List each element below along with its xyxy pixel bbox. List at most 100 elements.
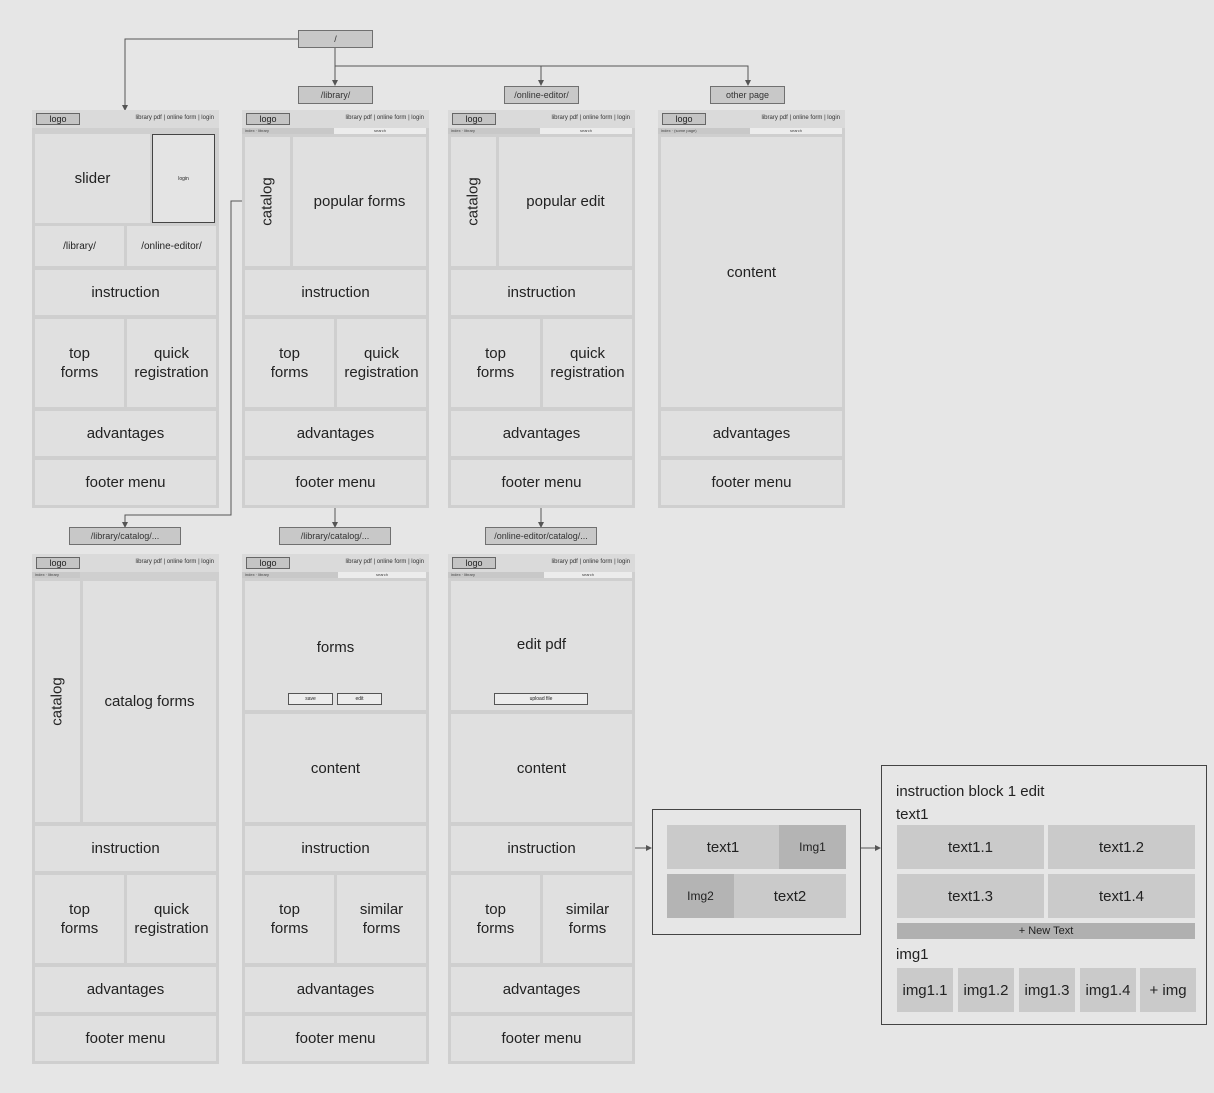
top-nav[interactable]: library pdf | online form | login [345,559,425,565]
top-forms-block: top forms [451,319,540,407]
edit-pdf-block: edit pdf [451,581,632,710]
breadcrumb: index · (some page) [658,128,750,134]
logo[interactable]: logo [36,113,80,125]
search-input[interactable]: search [544,572,632,578]
breadcrumb: index · library [242,572,338,578]
login-box[interactable]: login [152,134,215,223]
top-forms-block: top forms [245,319,334,407]
image-item[interactable]: img1.4 [1080,968,1136,1012]
advantages-block: advantages [451,967,632,1012]
content-block: content [451,714,632,822]
image-item[interactable]: img1.2 [958,968,1014,1012]
instruction-block[interactable]: instruction [451,826,632,871]
catalog-label: catalog [49,677,66,726]
content-block: content [661,137,842,407]
logo[interactable]: logo [662,113,706,125]
save-button[interactable]: save [288,693,333,705]
top-nav[interactable]: library pdf | online form | login [761,115,841,121]
top-forms-block: top forms [245,875,334,963]
route-other-page[interactable]: other page [710,86,785,104]
footer-menu: footer menu [35,460,216,505]
catalog-label: catalog [465,177,482,226]
search-input[interactable]: search [334,128,426,134]
footer-menu: footer menu [245,1016,426,1061]
instruction-edit-panel [881,765,1207,1025]
advantages-block: advantages [35,967,216,1012]
breadcrumb: index · library [448,572,544,578]
img1-block[interactable]: Img1 [779,825,846,869]
footer-menu: footer menu [451,460,632,505]
catalog-sidebar[interactable]: catalog [35,581,80,822]
text2-block[interactable]: text2 [734,874,846,918]
slider: slider [35,134,150,223]
image-section-label: img1 [896,946,929,963]
breadcrumb: index · library [242,128,334,134]
footer-menu: footer menu [451,1016,632,1061]
quick-registration-block: quick registration [127,875,216,963]
edit-button[interactable]: edit [337,693,382,705]
text-item[interactable]: text1.3 [897,874,1044,918]
top-nav[interactable]: library pdf | online form | login [551,559,631,565]
advantages-block: advantages [245,967,426,1012]
img2-block[interactable]: Img2 [667,874,734,918]
quick-registration-block: quick registration [337,319,426,407]
advantages-block: advantages [451,411,632,456]
logo[interactable]: logo [452,557,496,569]
catalog-forms-block: catalog forms [83,581,216,822]
text-item[interactable]: text1.2 [1048,825,1195,869]
text-item[interactable]: text1.1 [897,825,1044,869]
instruction-preview-panel [652,809,861,935]
route-library-catalog-a[interactable]: /library/catalog/... [69,527,181,545]
route-online-editor[interactable]: /online-editor/ [504,86,579,104]
search-input[interactable]: search [540,128,632,134]
search-input[interactable]: search [750,128,842,134]
quick-registration-block: quick registration [127,319,216,407]
instruction-block: instruction [245,270,426,315]
logo[interactable]: logo [246,113,290,125]
add-text-button[interactable]: + New Text [897,923,1195,939]
library-link[interactable]: /library/ [35,226,124,266]
catalog-sidebar[interactable]: catalog [245,137,290,266]
logo[interactable]: logo [246,557,290,569]
top-nav[interactable]: library pdf | online form | login [135,115,215,121]
top-nav[interactable]: library pdf | online form | login [551,115,631,121]
upload-file-button[interactable]: upload file [494,693,588,705]
route-library[interactable]: /library/ [298,86,373,104]
popular-edit-block: popular edit [499,137,632,266]
instruction-block: instruction [451,270,632,315]
instruction-block: instruction [35,826,216,871]
route-library-catalog-b[interactable]: /library/catalog/... [279,527,391,545]
footer-menu: footer menu [245,460,426,505]
advantages-block: advantages [35,411,216,456]
logo[interactable]: logo [36,557,80,569]
instruction-block: instruction [245,826,426,871]
image-item[interactable]: img1.1 [897,968,953,1012]
quick-registration-block: quick registration [543,319,632,407]
similar-forms-block: similar forms [543,875,632,963]
image-item[interactable]: img1.3 [1019,968,1075,1012]
text-item[interactable]: text1.4 [1048,874,1195,918]
catalog-label: catalog [259,177,276,226]
search-input[interactable]: search [338,572,426,578]
catalog-sidebar[interactable]: catalog [451,137,496,266]
instruction-edit-title: instruction block 1 edit [896,783,1045,800]
footer-menu: footer menu [661,460,842,505]
route-root[interactable]: / [298,30,373,48]
top-nav[interactable]: library pdf | online form | login [345,115,425,121]
add-image-button[interactable]: + img [1140,968,1196,1012]
footer-menu: footer menu [35,1016,216,1061]
popular-forms-block: popular forms [293,137,426,266]
breadcrumb: index · library [448,128,540,134]
forms-block: forms [245,581,426,710]
top-forms-block: top forms [35,319,124,407]
logo[interactable]: logo [452,113,496,125]
text1-block[interactable]: text1 [667,825,779,869]
top-forms-block: top forms [35,875,124,963]
online-editor-link[interactable]: /online-editor/ [127,226,216,266]
route-online-editor-catalog[interactable]: /online-editor/catalog/... [485,527,597,545]
instruction-block: instruction [35,270,216,315]
top-nav[interactable]: library pdf | online form | login [135,559,215,565]
text-section-label: text1 [896,806,929,823]
top-forms-block: top forms [451,875,540,963]
